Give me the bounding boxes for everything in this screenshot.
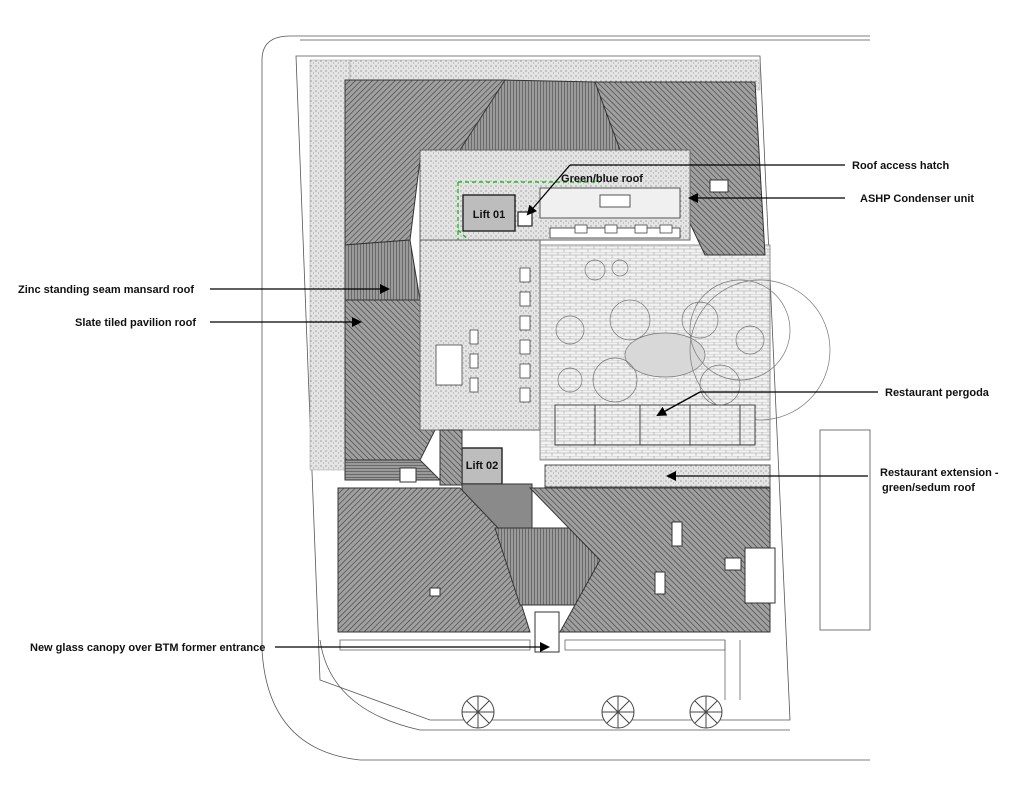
street-trees (461, 695, 723, 729)
restaurant-extension-label-line1: Restaurant extension - (880, 467, 999, 479)
lift-02: Lift 02 (461, 447, 503, 485)
glass-canopy-label: New glass canopy over BTM former entranc… (30, 642, 265, 654)
site-boundary (261, 35, 871, 761)
roof-access-hatch (517, 211, 533, 227)
lift-01-label: Lift 01 (473, 209, 505, 221)
ashp-condenser-label: ASHP Condenser unit (860, 193, 974, 205)
south-block-roofs (337, 487, 776, 633)
restaurant-pergola (554, 404, 756, 446)
lift-01: Lift 01 (462, 194, 516, 232)
courtyard-garden (555, 259, 831, 421)
glass-canopy (534, 611, 560, 653)
green-blue-roof-label: Green/blue roof (561, 173, 643, 185)
restaurant-pergoda-label: Restaurant pergoda (885, 387, 990, 399)
zinc-roof-label: Zinc standing seam mansard roof (18, 284, 194, 296)
callouts: Green/blue roof Roof access hatch ASHP C… (18, 160, 999, 654)
lift-02-label: Lift 02 (466, 460, 498, 472)
west-wing-roofs (344, 79, 506, 481)
roof-access-hatch-label: Roof access hatch (852, 160, 949, 172)
restaurant-extension-label-line2: green/sedum roof (882, 482, 975, 494)
slate-roof-label: Slate tiled pavilion roof (75, 317, 196, 329)
